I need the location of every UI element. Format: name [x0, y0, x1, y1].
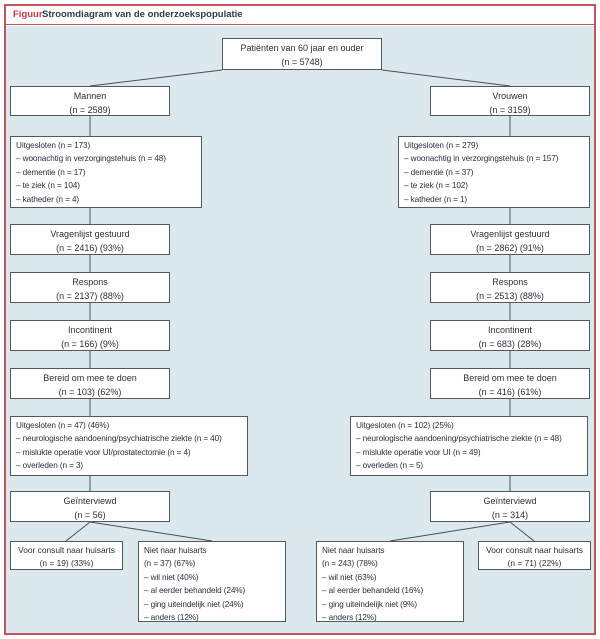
flow-node-respons-rechts: Respons (n = 2513) (88%) — [430, 272, 590, 303]
node-line: – mislukte operatie voor UI/prostatectom… — [16, 447, 191, 457]
node-line: Patiënten van 60 jaar en ouder — [240, 43, 364, 53]
node-line: Incontinent — [487, 325, 533, 335]
node-line: – anders (12%) — [144, 613, 199, 623]
figure-label: Figuur — [13, 9, 43, 20]
node-line: (n = 3159) — [489, 105, 531, 115]
node-line: (n = 37) (67%) — [144, 559, 196, 569]
node-line: Voor consult naar huisarts — [486, 545, 583, 555]
node-line: – ging uiteindelijk niet (9%) — [322, 599, 417, 609]
node-line: Uitgesloten (n = 173) — [16, 141, 91, 150]
flow-node-vragenlijst-rechts: Vragenlijst gestuurd (n = 2862) (91%) — [430, 224, 590, 255]
figure-title-bar: Figuur Stroomdiagram van de onderzoekspo… — [6, 6, 594, 25]
node-line: Mannen — [73, 91, 107, 101]
flow-node-voor-consult-links: Voor consult naar huisarts (n = 19) (33%… — [10, 541, 123, 570]
flow-node-uitgesloten2-links: Uitgesloten (n = 47) (46%) – neurologisc… — [10, 416, 248, 476]
node-line: (n = 71) (22%) — [507, 557, 562, 568]
node-line: – katheder (n = 1) — [404, 194, 468, 204]
node-line: – neurologische aandoening/psychiatrisch… — [16, 434, 222, 444]
node-line: Respons — [492, 277, 528, 287]
flow-node-uitgesloten1-rechts: Uitgesloten (n = 279) – woonachtig in ve… — [398, 136, 590, 208]
flow-node-uitgesloten1-links: Uitgesloten (n = 173) – woonachtig in ve… — [10, 136, 202, 208]
node-line: Bereid om mee te doen — [43, 373, 137, 383]
node-line: – overleden (n = 3) — [16, 461, 84, 471]
flow-node-geinterviewd-links: Geïnterviewd (n = 56) — [10, 491, 170, 522]
flow-node-respons-links: Respons (n = 2137) (88%) — [10, 272, 170, 303]
node-line: Voor consult naar huisarts — [18, 545, 115, 555]
node-line: Vragenlijst gestuurd — [470, 229, 550, 239]
node-line: – al eerder behandeld (24%) — [144, 586, 246, 596]
node-line: (n = 166) (9%) — [61, 339, 119, 349]
connector-line — [389, 521, 511, 542]
node-line: – dementie (n = 37) — [404, 167, 474, 177]
node-line: Geïnterviewd — [63, 496, 117, 506]
flow-node-mannen: Mannen (n = 2589) — [10, 86, 170, 116]
connector-line — [89, 521, 213, 542]
node-line: (n = 2513) (88%) — [476, 291, 544, 301]
node-line: – wil niet (63%) — [322, 572, 377, 582]
figure-title: Stroomdiagram van de onderzoekspopulatie — [42, 9, 243, 20]
node-line: – mislukte operatie voor UI (n = 49) — [356, 447, 481, 457]
flow-node-niet-naar-huisarts-rechts: Niet naar huisarts (n = 243) (78%) – wil… — [316, 541, 464, 622]
node-line: Bereid om mee te doen — [463, 373, 557, 383]
node-line: (n = 5748) — [281, 57, 323, 67]
node-line: (n = 416) (61%) — [478, 387, 542, 397]
node-line: – woonachtig in verzorgingstehuis (n = 4… — [16, 154, 166, 164]
node-line: Geïnterviewd — [483, 496, 537, 506]
node-line: – te ziek (n = 104) — [16, 181, 80, 191]
node-line: (n = 2416) (93%) — [56, 243, 124, 253]
node-line: (n = 243) (78%) — [322, 559, 378, 569]
node-line: Niet naar huisarts — [144, 546, 207, 555]
node-line: (n = 2862) (91%) — [476, 243, 544, 253]
node-line: Uitgesloten (n = 47) (46%) — [16, 421, 110, 430]
node-line: – ging uiteindelijk niet (24%) — [144, 599, 244, 609]
node-line: – al eerder behandeld (16%) — [322, 586, 424, 596]
node-line: (n = 56) — [74, 510, 106, 520]
node-line: Vragenlijst gestuurd — [50, 229, 130, 239]
connector-line — [65, 521, 91, 542]
node-line: Uitgesloten (n = 279) — [404, 141, 479, 150]
flow-node-bereid-rechts: Bereid om mee te doen (n = 416) (61%) — [430, 368, 590, 399]
node-line: Niet naar huisarts — [322, 546, 385, 555]
node-line: (n = 314) — [491, 510, 529, 520]
node-line: Incontinent — [67, 325, 113, 335]
node-line: – neurologische aandoening/psychiatrisch… — [356, 434, 562, 444]
node-line: (n = 683) (28%) — [478, 339, 542, 349]
node-line: Vrouwen — [492, 91, 528, 101]
connector-line — [381, 69, 511, 87]
node-line: – overleden (n = 5) — [356, 461, 424, 471]
flow-node-vrouwen: Vrouwen (n = 3159) — [430, 86, 590, 116]
node-line: (n = 19) (33%) — [39, 557, 94, 568]
flow-node-vragenlijst-links: Vragenlijst gestuurd (n = 2416) (93%) — [10, 224, 170, 255]
connector-line — [89, 69, 223, 87]
flow-node-incontinent-links: Incontinent (n = 166) (9%) — [10, 320, 170, 351]
node-line: (n = 2589) — [69, 105, 111, 115]
node-line: – woonachtig in verzorgingstehuis (n = 1… — [404, 154, 559, 164]
node-line: Respons — [72, 277, 108, 287]
flow-node-geinterviewd-rechts: Geïnterviewd (n = 314) — [430, 491, 590, 522]
connector-line — [509, 521, 535, 542]
node-line: – te ziek (n = 102) — [404, 181, 468, 191]
node-line: Uitgesloten (n = 102) (25%) — [356, 421, 454, 430]
flow-node-niet-naar-huisarts-links: Niet naar huisarts (n = 37) (67%) – wil … — [138, 541, 286, 622]
flow-node-uitgesloten2-rechts: Uitgesloten (n = 102) (25%) – neurologis… — [350, 416, 588, 476]
node-line: (n = 103) (62%) — [58, 387, 122, 397]
node-line: – katheder (n = 4) — [16, 194, 80, 204]
node-line: – wil niet (40%) — [144, 572, 199, 582]
flow-node-patienten: Patiënten van 60 jaar en ouder (n = 5748… — [222, 38, 382, 70]
flow-node-bereid-links: Bereid om mee te doen (n = 103) (62%) — [10, 368, 170, 399]
node-line: (n = 2137) (88%) — [56, 291, 124, 301]
node-line: – anders (12%) — [322, 613, 377, 623]
node-line: – dementie (n = 17) — [16, 167, 86, 177]
flow-node-voor-consult-rechts: Voor consult naar huisarts (n = 71) (22%… — [478, 541, 591, 570]
flow-node-incontinent-rechts: Incontinent (n = 683) (28%) — [430, 320, 590, 351]
